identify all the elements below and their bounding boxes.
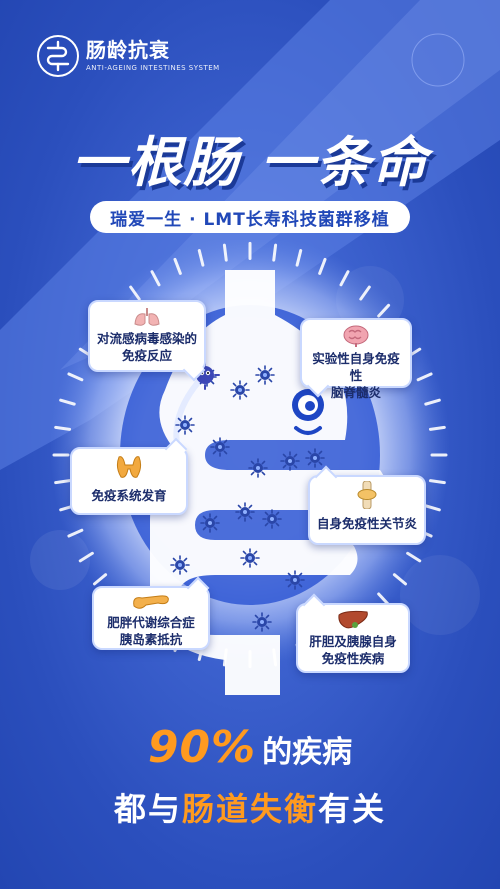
tick-mark (359, 285, 371, 301)
tick-mark (59, 398, 76, 406)
tick-mark (424, 504, 441, 512)
tick-mark (424, 398, 441, 406)
tick-mark (54, 425, 72, 431)
tick-mark (339, 270, 350, 287)
callout-obesity-line2: 胰岛素抵抗 (119, 632, 183, 647)
tick-mark (416, 372, 433, 382)
brand-logo: 肠龄抗衰 ANTI-AGEING INTESTINES SYSTEM (36, 34, 220, 78)
tick-mark (406, 551, 422, 563)
callout-liver-disease: 肝胆及胰腺自身 免疫性疾病 (296, 593, 410, 673)
callout-brain-disease: 实验性自身免疫性 脑脊髓炎 (300, 318, 412, 400)
statistic-line: 90%的疾病 (0, 722, 500, 773)
liver-icon (338, 610, 368, 629)
tick-mark (54, 479, 72, 485)
lungs-icon (134, 308, 160, 326)
tick-mark (197, 249, 205, 267)
thyroid-icon (116, 456, 142, 478)
brand-name: 肠龄抗衰 (86, 38, 170, 62)
tick-mark (392, 573, 407, 586)
callout-immune-development: 免疫系统发育 (70, 437, 188, 515)
callout-arthritis-line1: 自身免疫性关节炎 (316, 516, 417, 531)
callout-liver-line2: 免疫性疾病 (321, 651, 385, 666)
tick-mark (272, 243, 278, 262)
callout-flu-line2: 免疫反应 (121, 348, 172, 363)
statistic-suffix: 的疾病 (262, 735, 353, 770)
callout-flu-response: 对流感病毒感染的 免疫反应 (88, 300, 206, 382)
tick-mark (67, 528, 84, 538)
logo-intestine-icon (37, 35, 79, 77)
callout-obesity-line1: 肥胖代谢综合症 (107, 615, 195, 630)
tick-mark (295, 249, 303, 267)
statement-prefix: 都与 (113, 790, 182, 828)
tick-mark (150, 270, 161, 287)
pancreas-icon (133, 595, 169, 609)
brand-subtitle: ANTI-AGEING INTESTINES SYSTEM (86, 64, 220, 72)
subtitle-banner: 瑞爱一生 · LMT长寿科技菌群移植 (90, 201, 410, 233)
callout-flu-line1: 对流感病毒感染的 (96, 331, 197, 346)
headline: 一根肠 一条命 (71, 131, 429, 194)
tick-mark (377, 592, 391, 607)
callout-brain-line2: 脑脊髓炎 (330, 385, 381, 400)
tick-mark (173, 257, 182, 275)
brain-icon (343, 325, 369, 347)
tick-mark (93, 573, 108, 586)
callout-liver-line1: 肝胆及胰腺自身 (309, 634, 397, 649)
tick-mark (318, 257, 327, 275)
statistic-line-2: 都与肠道失衡有关 (0, 784, 500, 830)
callout-brain-line1: 实验性自身免疫性 (312, 351, 400, 383)
tick-mark (428, 479, 446, 485)
tick-mark (67, 372, 84, 382)
mascot-icon (292, 389, 324, 435)
tick-mark (78, 551, 94, 563)
statistic-percent: 90% (147, 722, 257, 773)
tick-mark (377, 303, 391, 318)
callout-arthritis: 自身免疫性关节炎 (308, 465, 426, 545)
tick-mark (129, 285, 141, 301)
statement-highlight: 肠道失衡 (181, 790, 318, 828)
statement-suffix: 有关 (318, 790, 387, 828)
tick-mark (428, 425, 446, 431)
callout-obesity-insulin: 肥胖代谢综合症 胰岛素抵抗 (92, 576, 210, 650)
knee-joint-icon (357, 481, 377, 509)
callout-immune-line1: 免疫系统发育 (91, 488, 167, 503)
tick-mark (222, 243, 228, 262)
